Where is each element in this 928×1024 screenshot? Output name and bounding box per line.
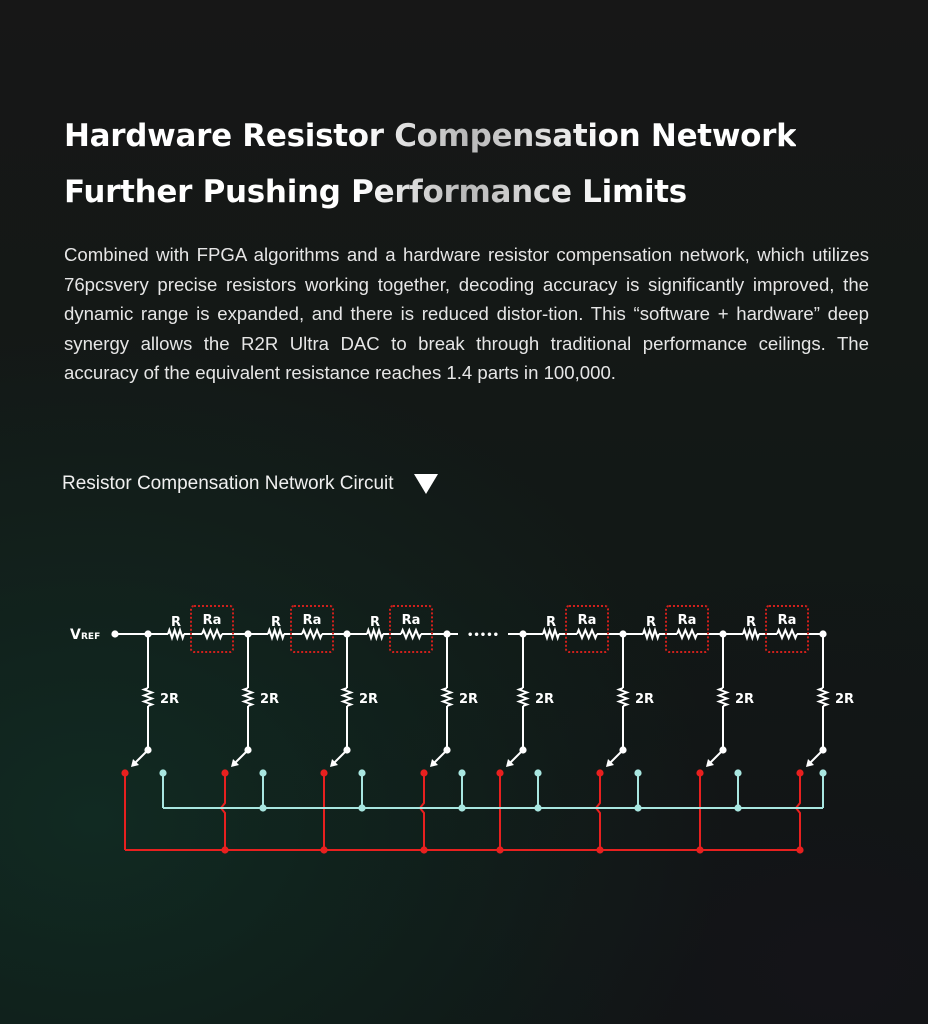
- resistor-r-label: R: [746, 615, 756, 630]
- ellipsis: •••••: [467, 630, 499, 641]
- vref-sub-label: REF: [81, 632, 100, 642]
- switch-arrow-icon: [131, 759, 139, 767]
- resistor-2r: [716, 687, 730, 707]
- compensation-highlight-box: [765, 605, 809, 653]
- switch-arm: [509, 749, 524, 764]
- resistor-ra-label: Ra: [678, 613, 697, 628]
- resistor-2r-label: 2R: [635, 692, 654, 707]
- resistor-2r-label: 2R: [359, 692, 378, 707]
- compensation-highlight-box: [389, 605, 433, 653]
- resistor-ra: [301, 627, 323, 641]
- resistor-ra-label: Ra: [203, 613, 222, 628]
- resistor-r: [167, 626, 185, 642]
- compensation-highlight-box: [190, 605, 234, 653]
- resistor-2r: [141, 687, 155, 707]
- switch-arrow-icon: [606, 759, 614, 767]
- switch-arm: [809, 749, 824, 764]
- resistor-2r: [616, 687, 630, 707]
- resistor-2r: [241, 687, 255, 707]
- switch-arrow-icon: [706, 759, 714, 767]
- resistor-r-label: R: [646, 615, 656, 630]
- switch-arrow-icon: [430, 759, 438, 767]
- diagram-caption-text: Resistor Compensation Network Circuit: [62, 473, 394, 494]
- switch-arrow-icon: [231, 759, 239, 767]
- resistor-ra: [776, 627, 798, 641]
- resistor-r-label: R: [271, 615, 281, 630]
- resistor-r: [742, 626, 760, 642]
- resistor-ra: [676, 627, 698, 641]
- resistor-2r: [516, 687, 530, 707]
- red-wire-crossover: [794, 773, 801, 850]
- description: Combined with FPGA algorithms and a hard…: [64, 244, 869, 383]
- resistor-r: [267, 626, 285, 642]
- compensation-highlight-box: [290, 605, 334, 653]
- resistor-ra: [400, 627, 422, 641]
- resistor-ra-label: Ra: [402, 613, 421, 628]
- switch-arrow-icon: [330, 759, 338, 767]
- switch-arm: [134, 749, 149, 764]
- resistor-2r: [340, 687, 354, 707]
- resistor-2r-label: 2R: [160, 692, 179, 707]
- resistor-2r-label: 2R: [260, 692, 279, 707]
- resistor-2r-label: 2R: [459, 692, 478, 707]
- resistor-ra-label: Ra: [778, 613, 797, 628]
- compensation-highlight-box: [565, 605, 609, 653]
- resistor-2r-label: 2R: [835, 692, 854, 707]
- resistor-r: [542, 626, 560, 642]
- red-wire-crossover: [418, 773, 425, 850]
- resistor-r-label: R: [171, 615, 181, 630]
- resistor-r-label: R: [546, 615, 556, 630]
- diagram-caption: Resistor Compensation Network Circuit: [62, 473, 438, 495]
- resistor-2r-label: 2R: [535, 692, 554, 707]
- resistor-ra: [201, 627, 223, 641]
- switch-arm: [234, 749, 249, 764]
- switch-arrow-icon: [806, 759, 814, 767]
- resistor-ra: [576, 627, 598, 641]
- switch-arm: [433, 749, 448, 764]
- resistor-2r: [816, 687, 830, 707]
- resistor-r-label: R: [370, 615, 380, 630]
- switch-arm: [333, 749, 348, 764]
- switch-arrow-icon: [506, 759, 514, 767]
- switch-arm: [609, 749, 624, 764]
- switch-arm: [709, 749, 724, 764]
- triangle-down-icon: [413, 474, 438, 494]
- resistor-2r-label: 2R: [735, 692, 754, 707]
- resistor-ra-label: Ra: [578, 613, 597, 628]
- resistor-ra-label: Ra: [303, 613, 322, 628]
- resistor-r: [642, 626, 660, 642]
- resistor-2r: [440, 687, 454, 707]
- red-wire-crossover: [594, 773, 601, 850]
- red-wire-crossover: [219, 773, 226, 850]
- compensation-highlight-box: [665, 605, 709, 653]
- vref-label: V: [70, 627, 81, 643]
- resistor-r: [366, 626, 384, 642]
